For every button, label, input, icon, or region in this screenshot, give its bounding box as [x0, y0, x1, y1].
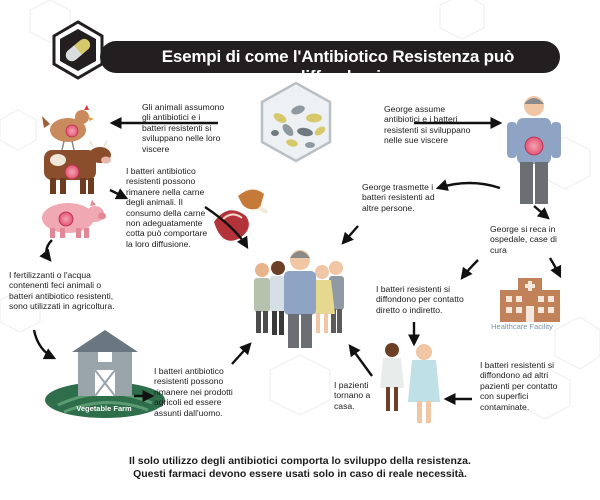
text-patients-home: I pazienti tornano a casa. — [334, 380, 371, 411]
arrow-animals-to-meat — [109, 188, 129, 200]
cow-icon — [44, 140, 111, 194]
arrow-produce-to-people — [231, 342, 252, 365]
arrow-meat-to-people — [204, 206, 249, 250]
arrow-transmit-to-people — [341, 225, 359, 245]
people-group-icon — [254, 250, 344, 348]
patients-icon — [380, 343, 440, 423]
pill-capsule-icon — [65, 38, 91, 62]
arrow-patients-to-people — [348, 344, 373, 377]
text-animals-assume: Gli animali assumono gli antibiotici e i… — [142, 102, 225, 154]
text-surfaces-spread: I batteri resistenti si diffondono ad al… — [480, 360, 558, 412]
vegetable-farm-label: Vegetable Farm — [76, 404, 132, 413]
man-george-icon — [507, 96, 561, 204]
text-contact-spread: I batteri resistenti si diffondono per c… — [376, 284, 464, 315]
arrow-fertilizer-to-farm — [32, 329, 57, 360]
pills-hexagon — [260, 81, 332, 163]
text-george-transmits: George trasmette i batteri resistenti ad… — [362, 182, 435, 213]
arrow-to-hospital-bldg — [548, 257, 562, 279]
text-george-hospital: George si reca in ospedale, case di cura — [490, 224, 557, 255]
arrow-george-to-contact — [460, 259, 479, 280]
text-george-assumes: George assume antibiotici e i batteri re… — [384, 104, 471, 146]
background-hexagons — [0, 0, 600, 420]
arrow-george-to-hospital — [533, 205, 550, 220]
title-banner — [100, 41, 560, 73]
footer-note: Il solo utilizzo degli antibiotici compo… — [40, 455, 560, 481]
hospital-building-icon — [500, 278, 560, 322]
footer-line-1: Il solo utilizzo degli antibiotici compo… — [129, 455, 471, 467]
healthcare-facility-label: Healthcare Facility — [491, 322, 553, 331]
arrow-george-to-transmit — [435, 179, 501, 191]
flow-arrows — [32, 117, 562, 405]
footer-line-2: Questi farmaci devono essere usati solo … — [133, 468, 467, 480]
text-meat-bacteria: I batteri antibiotico resistenti possono… — [126, 166, 208, 249]
page-title: Esempi di come l'Antibiotico Resistenza … — [161, 47, 515, 86]
pills-icon — [271, 105, 326, 148]
text-fertilizers: I fertilizzanti o l'acqua contenenti fec… — [9, 270, 115, 312]
arrow-animals-to-fertilizer — [39, 239, 53, 262]
header-logo-hexagon — [52, 20, 104, 80]
text-produce-bacteria: I batteri antibiotico resistenti possono… — [154, 366, 233, 418]
pig-icon — [42, 200, 106, 238]
chicken-icon — [42, 105, 94, 151]
meat-icon — [214, 189, 268, 241]
